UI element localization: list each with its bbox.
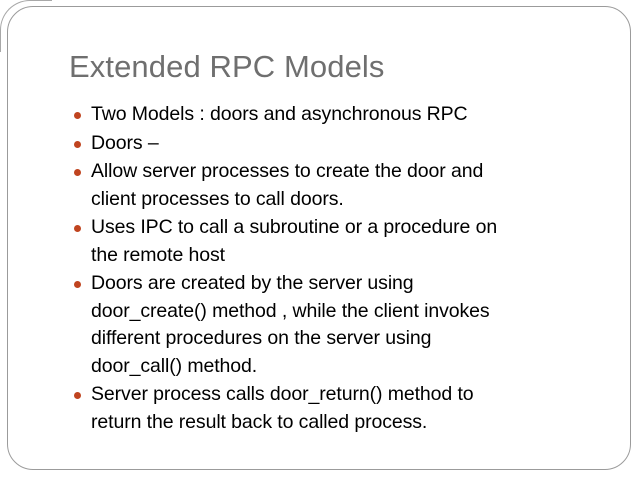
list-item: Two Models : doors and asynchronous RPC (70, 101, 590, 129)
list-item-label: Doors – (91, 131, 159, 154)
list-item-label: Two Models : doors and asynchronous RPC (91, 103, 468, 125)
bullet-dot-icon (74, 392, 81, 399)
list-item: Allow server processes to create the doo… (70, 158, 590, 213)
bullet-dot-icon (74, 140, 81, 148)
bullet-dot-icon (74, 112, 81, 119)
list-item: Doors – (70, 130, 590, 158)
bullet-dot-icon (74, 281, 81, 288)
list-item-label: Server process calls door_return() metho… (91, 383, 474, 433)
page-title: Extended RPC Models (69, 49, 385, 84)
list-item-label: Doors are created by the server using do… (91, 272, 490, 377)
bullet-dot-icon (74, 225, 81, 232)
list-item-label: Uses IPC to call a subroutine or a proce… (91, 216, 498, 266)
list-item: Uses IPC to call a subroutine or a proce… (70, 214, 590, 269)
bullet-list: Two Models : doors and asynchronous RPC … (70, 101, 590, 437)
list-item: Doors are created by the server using do… (70, 270, 590, 380)
list-item-label: Allow server processes to create the doo… (91, 160, 484, 210)
bullet-dot-icon (74, 169, 81, 176)
list-item: Server process calls door_return() metho… (70, 381, 590, 436)
